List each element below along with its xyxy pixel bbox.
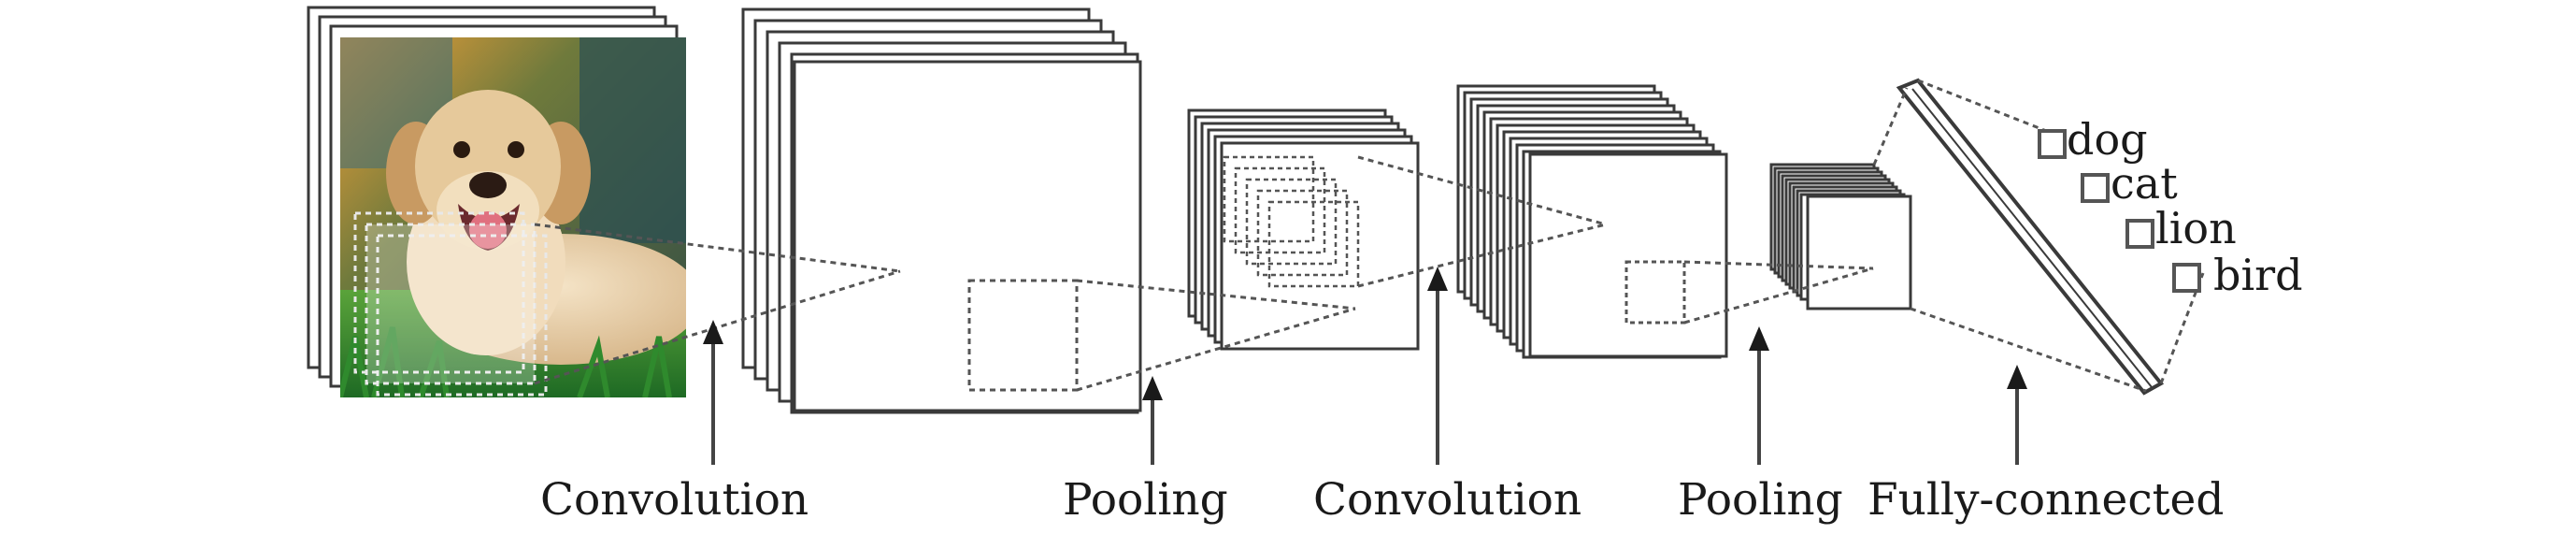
class-label-lion: lion — [2155, 203, 2237, 253]
class-label-dog: dog — [2067, 114, 2148, 165]
label-pooling-2: Pooling — [1678, 474, 1843, 526]
input-receptive-field — [353, 211, 548, 397]
conv1-pool-window — [967, 279, 1079, 392]
class-label-cat: cat — [2111, 158, 2178, 209]
class-box-bird — [2172, 263, 2201, 293]
stage-arrows — [703, 267, 2027, 465]
class-box-cat — [2081, 173, 2110, 203]
label-pooling-1: Pooling — [1063, 474, 1228, 526]
pool1-receptive-field — [1223, 155, 1360, 288]
connector-lines — [534, 79, 2205, 393]
class-box-lion — [2125, 219, 2154, 249]
label-convolution-1: Convolution — [540, 474, 809, 526]
label-convolution-2: Convolution — [1313, 474, 1581, 526]
class-label-bird: bird — [2213, 250, 2303, 300]
output-class-boxes — [2038, 129, 2201, 293]
class-box-dog — [2038, 129, 2067, 159]
label-fully-connected: Fully-connected — [1868, 474, 2224, 526]
dog-photo — [340, 37, 686, 397]
conv2-pool-window — [1624, 260, 1686, 325]
